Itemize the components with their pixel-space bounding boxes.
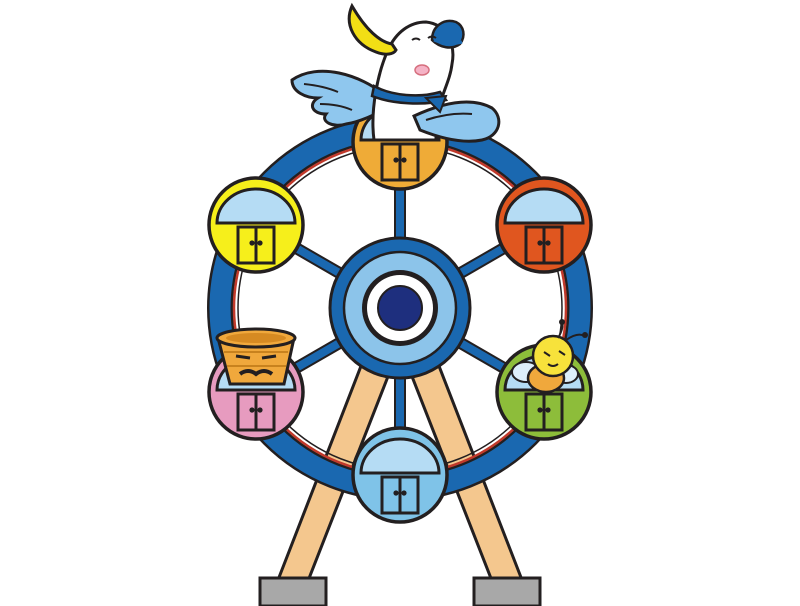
bee-mascot xyxy=(511,319,588,394)
gondola-window xyxy=(503,187,585,225)
gondola-window xyxy=(359,437,441,475)
gondola-bottom xyxy=(351,426,449,524)
gondola-upper-left xyxy=(207,176,305,274)
gondola-window xyxy=(215,187,297,225)
bird-beak xyxy=(347,2,398,56)
bird-mouth xyxy=(414,64,430,76)
bird-eye-left xyxy=(411,37,421,41)
gondola-upper-right xyxy=(495,176,593,274)
bird-mascot xyxy=(290,2,501,143)
support-base-left xyxy=(258,576,328,606)
support-base-right xyxy=(472,576,542,606)
bird-eye-right xyxy=(427,35,437,39)
bird-right-wing xyxy=(412,100,501,143)
wheel-hub xyxy=(328,236,472,380)
bucket-mascot xyxy=(215,327,297,386)
